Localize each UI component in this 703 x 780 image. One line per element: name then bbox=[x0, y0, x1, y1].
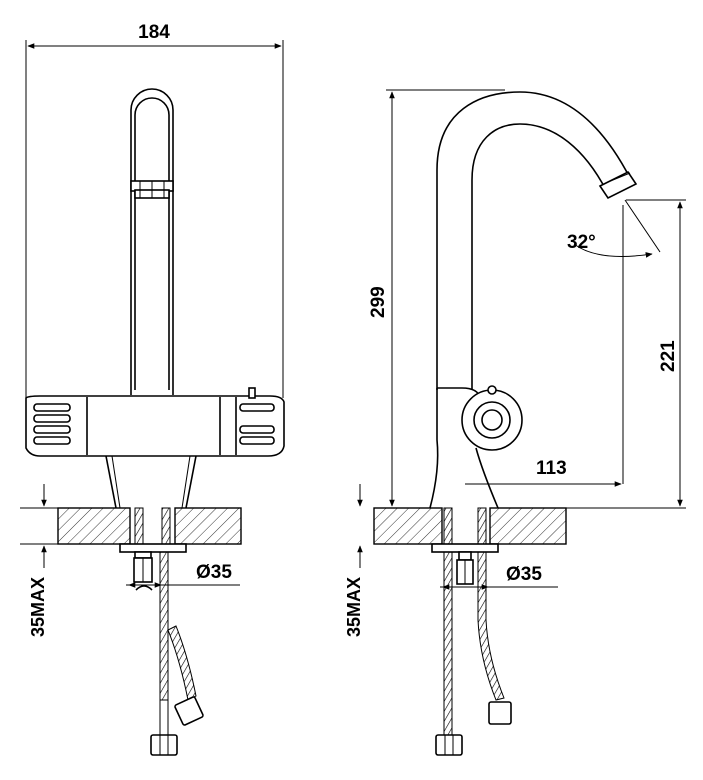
max-thickness-label-front: 35MAX bbox=[28, 577, 48, 637]
max-thickness-dimension-side: 35MAX bbox=[344, 484, 364, 637]
spout-front bbox=[130, 88, 174, 395]
max-thickness-label-side: 35MAX bbox=[344, 577, 364, 637]
width-dimension: 184 bbox=[25, 22, 284, 398]
hole-diameter-dimension-side: Ø35 bbox=[440, 564, 558, 590]
hole-diameter-label-side: Ø35 bbox=[506, 564, 542, 585]
spout-height-dimension: 221 bbox=[626, 199, 686, 507]
hole-diameter-dimension-front: Ø35 bbox=[126, 562, 240, 588]
height-dimension: 299 bbox=[368, 89, 505, 507]
hose-front bbox=[150, 551, 204, 756]
mounting-shank-front bbox=[119, 507, 187, 591]
mixer-body-side bbox=[429, 385, 523, 509]
spout-height-label: 221 bbox=[658, 340, 679, 372]
reach-dimension-label: 113 bbox=[536, 458, 567, 479]
reach-dimension: 113 bbox=[465, 205, 624, 487]
handle-grip-left bbox=[33, 403, 71, 445]
side-view: 299 221 113 32° bbox=[344, 89, 686, 756]
spray-angle-label: 32° bbox=[567, 232, 596, 253]
aerator-side bbox=[598, 170, 638, 200]
width-dimension-label: 184 bbox=[138, 22, 170, 43]
countertop-front bbox=[20, 507, 242, 545]
handle-grip-right bbox=[239, 403, 275, 445]
aerator-front bbox=[130, 180, 174, 199]
spout-side bbox=[436, 91, 638, 390]
hole-diameter-label-front: Ø35 bbox=[196, 562, 232, 583]
max-thickness-dimension-front: 35MAX bbox=[28, 484, 48, 637]
mixer-body-front bbox=[25, 387, 285, 509]
front-view: 184 bbox=[20, 22, 285, 756]
mounting-shank-side bbox=[431, 507, 499, 585]
height-dimension-label: 299 bbox=[368, 286, 389, 318]
spray-angle-dimension: 32° bbox=[567, 199, 661, 258]
countertop-side bbox=[373, 507, 686, 545]
